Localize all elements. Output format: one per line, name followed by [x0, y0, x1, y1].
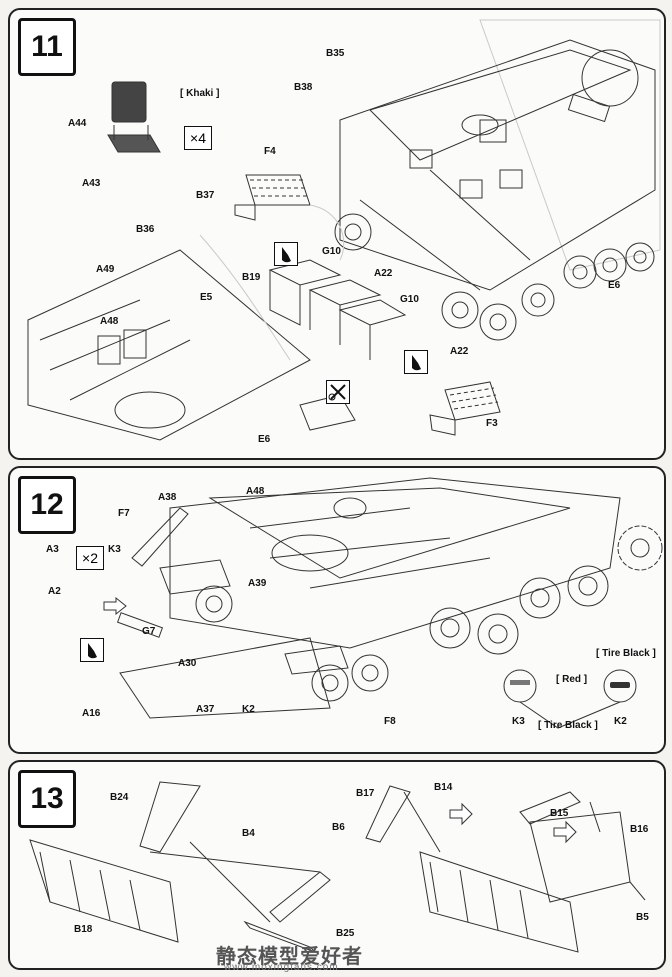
- label-K2-color: K2: [614, 716, 627, 727]
- label-E6-bottom: E6: [258, 434, 271, 445]
- step-11-illustration: [27, 19, 661, 441]
- label-B14: B14: [434, 782, 453, 793]
- label-A22-upper: A22: [374, 268, 393, 279]
- label-K3: K3: [108, 544, 121, 555]
- label-B5: B5: [636, 912, 649, 923]
- label-E5: E5: [200, 292, 213, 303]
- step-number: 12: [18, 476, 76, 534]
- label-A48: A48: [100, 316, 119, 327]
- label-A38: A38: [158, 492, 177, 503]
- label-E6-right: E6: [608, 280, 621, 291]
- label-K2: K2: [242, 704, 255, 715]
- label-B15: B15: [550, 808, 569, 819]
- label-G10-right: G10: [400, 294, 419, 305]
- label-A22-lower: A22: [450, 346, 469, 357]
- label-F3: F3: [486, 418, 498, 429]
- label-A3: A3: [46, 544, 59, 555]
- label-B16: B16: [630, 824, 649, 835]
- label-A43: A43: [82, 178, 101, 189]
- label-B38: B38: [294, 82, 313, 93]
- quantity-badge: ×2: [76, 546, 104, 570]
- paint-note-red: [ Red ]: [556, 674, 588, 685]
- paint-drop-icon: [80, 638, 104, 662]
- label-B4: B4: [242, 828, 255, 839]
- label-F4: F4: [264, 146, 276, 157]
- label-B17: B17: [356, 788, 375, 799]
- label-A49: A49: [96, 264, 115, 275]
- label-A2: A2: [48, 586, 61, 597]
- label-A16: A16: [82, 708, 101, 719]
- step-11-panel: 11: [8, 8, 666, 460]
- label-G7: G7: [142, 626, 156, 637]
- label-B18: B18: [74, 924, 93, 935]
- step-number: 13: [18, 770, 76, 828]
- label-B25: B25: [336, 928, 355, 939]
- cut-scissors-icon: [326, 380, 350, 404]
- label-A37: A37: [196, 704, 215, 715]
- step-12-illustration: [116, 477, 663, 729]
- quantity-badge: ×4: [184, 126, 212, 150]
- label-B35: B35: [326, 48, 345, 59]
- watermark-url: www.moxingfans.com: [224, 962, 339, 973]
- label-A44: A44: [68, 118, 87, 129]
- label-F7: F7: [118, 508, 130, 519]
- watermark-logo: 静态模型爱好者: [216, 946, 363, 968]
- label-G10-top: G10: [322, 246, 341, 257]
- label-A48: A48: [246, 486, 265, 497]
- paint-drop-icon: [274, 242, 298, 266]
- label-B19: B19: [242, 272, 261, 283]
- step-13-illustration: [29, 781, 646, 953]
- label-F8: F8: [384, 716, 396, 727]
- label-B6: B6: [332, 822, 345, 833]
- label-A39: A39: [248, 578, 267, 589]
- step-number: 11: [18, 18, 76, 76]
- label-K3-color: K3: [512, 716, 525, 727]
- step-13-panel: 13 B24 B4 B17 B14 B6 B15 B16 B18 B25 B5: [8, 760, 666, 970]
- paint-note-khaki: [ Khaki ]: [180, 88, 220, 99]
- paint-note-tire-black-top: [ Tire Black ]: [596, 648, 656, 659]
- paint-note-tire-black-bottom: [ Tire Black ]: [538, 720, 598, 731]
- label-B36: B36: [136, 224, 155, 235]
- quantity-x2: ×2: [82, 550, 98, 566]
- label-B37: B37: [196, 190, 215, 201]
- label-B24: B24: [110, 792, 129, 803]
- quantity-x4: ×4: [190, 130, 206, 146]
- paint-drop-icon: [404, 350, 428, 374]
- label-A30: A30: [178, 658, 197, 669]
- direction-arrow-icon: [103, 596, 127, 616]
- step-12-panel: 12 A48 A3: [8, 466, 666, 754]
